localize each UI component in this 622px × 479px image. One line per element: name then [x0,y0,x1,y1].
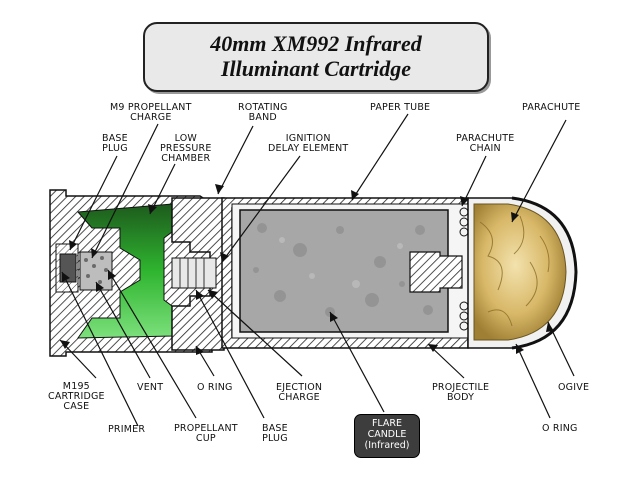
label-text: CASE [63,401,90,412]
label-base-plug-bottom: BASE PLUG [262,424,288,444]
label-text: O RING [542,423,578,434]
label-text: PARACHUTE [456,133,515,144]
parachute-chain-shape [459,207,469,331]
label-text: M195 [62,381,90,392]
label-text: BODY [446,392,475,403]
label-text: VENT [137,382,164,393]
label-base-plug-top: BASE PLUG [102,134,128,154]
label-propellant-cup: PROPELLANT CUP [174,424,238,444]
propellant-granules [84,256,108,284]
label-m9-propellant-charge: M9 PROPELLANT CHARGE [110,103,192,123]
label-low-pressure-chamber: LOW PRESSURE CHAMBER [160,134,212,164]
label-parachute: PARACHUTE [522,103,581,113]
label-ejection-charge: EJECTION CHARGE [276,383,322,403]
label-text: FLARE [371,418,403,429]
label-text: BAND [248,112,277,123]
label-text: PLUG [262,433,288,444]
label-text: PRIMER [108,424,146,435]
label-text: DELAY ELEMENT [268,143,349,154]
label-text: PAPER TUBE [370,102,431,113]
label-text: M9 PROPELLANT [110,102,192,113]
label-m195-cartridge-case: M195 CARTRIDGE CASE [48,382,105,412]
label-text: ROTATING [238,102,288,113]
label-text: CUP [195,433,216,444]
label-paper-tube: PAPER TUBE [370,103,430,113]
label-parachute-chain: PARACHUTE CHAIN [456,134,515,154]
leader-arrowheads [60,184,554,355]
label-text: IGNITION [285,133,331,144]
title-line-2: Illuminant Cartridge [220,56,412,81]
leader-lines [59,113,575,427]
label-text: BASE [262,423,288,434]
label-rotating-band: ROTATING BAND [238,103,288,123]
label-vent: VENT [137,383,163,393]
label-primer: PRIMER [108,425,145,435]
swivel-shape [409,251,463,293]
label-o-ring-left: O RING [197,383,233,393]
label-text: CARTRIDGE [48,391,105,402]
label-o-ring-right: O RING [542,424,578,434]
label-text: EJECTION [276,382,323,393]
label-ogive: OGIVE [558,383,589,393]
label-text: PARACHUTE [522,102,581,113]
label-text: CHAMBER [161,153,211,164]
label-flare-candle: FLARE CANDLE (Infrared) [354,414,420,458]
label-text: PLUG [102,143,128,154]
parachute-folds [479,215,550,327]
label-text: CHARGE [278,392,320,403]
label-text: O RING [197,382,233,393]
label-text: PROJECTILE [432,382,490,393]
label-text: CHAIN [469,143,501,154]
label-text: OGIVE [558,382,590,393]
flare-texture [253,223,433,317]
title-box: 40mm XM992 Infrared Illuminant Cartridge [143,22,489,92]
ignition-delay-element-shape [171,257,217,289]
parachute-shape [473,203,567,341]
label-text: BASE [102,133,128,144]
label-text: CHARGE [130,112,172,123]
label-text: LOW [174,133,197,144]
label-text: (Infrared) [364,440,410,451]
title-line-1: 40mm XM992 Infrared [210,31,422,56]
label-projectile-body: PROJECTILE BODY [432,383,489,403]
label-ignition-delay-element: IGNITION DELAY ELEMENT [268,134,348,154]
label-text: PRESSURE [160,143,212,154]
label-text: CANDLE [367,429,407,440]
label-text: PROPELLANT [174,423,238,434]
rotating-band-plug-shape [171,197,225,351]
low-pressure-chamber-shape [76,203,173,339]
